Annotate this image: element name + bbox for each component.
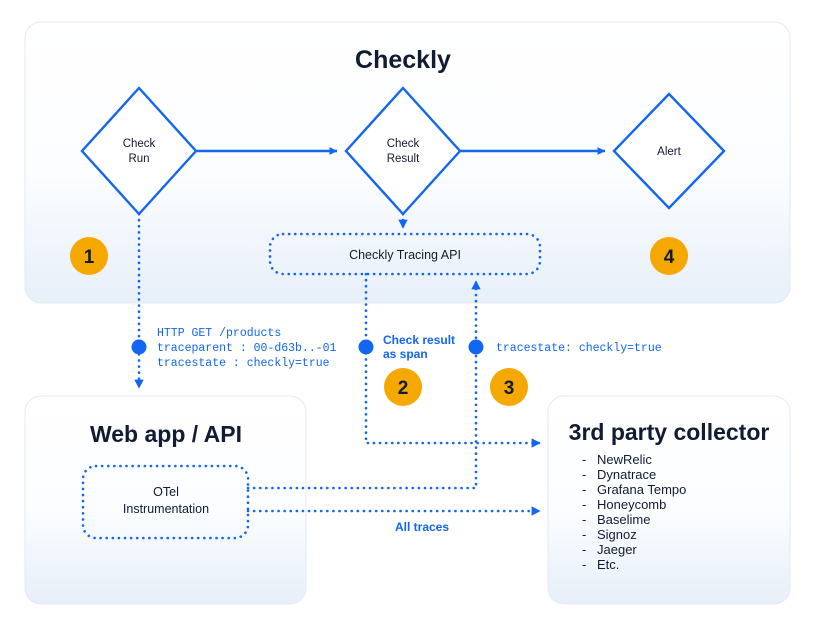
badge-2: 2	[384, 368, 422, 406]
node-check-run-label-2: Run	[128, 153, 149, 165]
checkly-tracing-api-label: Checkly Tracing API	[349, 248, 461, 262]
list-item: Signoz	[597, 527, 637, 542]
list-item: Grafana Tempo	[597, 482, 686, 497]
annotation-check-result-span-line-2: as span	[383, 347, 428, 361]
otel-label-2: Instrumentation	[123, 502, 209, 516]
node-alert	[612, 92, 726, 210]
badge-4: 4	[650, 237, 688, 275]
list-item: NewRelic	[597, 452, 652, 467]
list-item-bullet: -	[582, 452, 586, 467]
list-item: Baselime	[597, 512, 650, 527]
annotation-tracestate: tracestate: checkly=true	[496, 342, 662, 355]
collector-list: - NewRelic - Dynatrace - Grafana Tempo -…	[582, 452, 686, 572]
badge-3: 3	[490, 368, 528, 406]
badge-circle	[384, 368, 422, 406]
annotation-check-result-span-line-1: Check result	[383, 333, 455, 347]
badge-label: 2	[398, 378, 409, 399]
annotation-all-traces: All traces	[395, 520, 449, 534]
node-alert-label-1: Alert	[657, 146, 681, 158]
list-item-bullet: -	[582, 512, 586, 527]
annotation-http-trace-line-1: HTTP GET /products	[157, 327, 281, 340]
node-check-run-label-1: Check	[123, 138, 156, 150]
list-item-bullet: -	[582, 557, 586, 572]
webapp-panel	[24, 395, 307, 605]
list-item-bullet: -	[582, 482, 586, 497]
checkly-panel-title: Checkly	[355, 46, 451, 74]
list-item-bullet: -	[582, 467, 586, 482]
list-item-bullet: -	[582, 542, 586, 557]
list-item: Jaeger	[597, 542, 637, 557]
list-item-bullet: -	[582, 527, 586, 542]
list-item-bullet: -	[582, 497, 586, 512]
badge-label: 1	[84, 247, 95, 268]
flow-dot-check-result-span	[358, 339, 374, 355]
flow-dot-http-trace	[131, 339, 147, 355]
collector-panel	[547, 395, 791, 605]
flow-dot-tracestate	[468, 339, 484, 355]
list-item: Etc.	[597, 557, 619, 572]
otel-label-1: OTel	[153, 485, 179, 499]
badge-label: 4	[664, 247, 675, 268]
checkly-tracing-api-box	[268, 232, 542, 276]
badge-label: 3	[504, 378, 515, 399]
list-item: Dynatrace	[597, 467, 656, 482]
badge-circle	[70, 237, 108, 275]
badge-circle	[490, 368, 528, 406]
webapp-panel-title: Web app / API	[90, 421, 242, 447]
list-item: Honeycomb	[597, 497, 666, 512]
badge-circle	[650, 237, 688, 275]
node-check-result-label-2: Result	[387, 153, 420, 165]
collector-panel-title: 3rd party collector	[569, 419, 770, 445]
node-check-result-label-1: Check	[387, 138, 420, 150]
annotation-http-trace-line-3: tracestate : checkly=true	[157, 357, 330, 370]
otel-instrumentation-box	[81, 464, 250, 540]
annotation-http-trace-line-2: traceparent : 00-d63b..-01	[157, 342, 337, 355]
badge-1: 1	[70, 237, 108, 275]
